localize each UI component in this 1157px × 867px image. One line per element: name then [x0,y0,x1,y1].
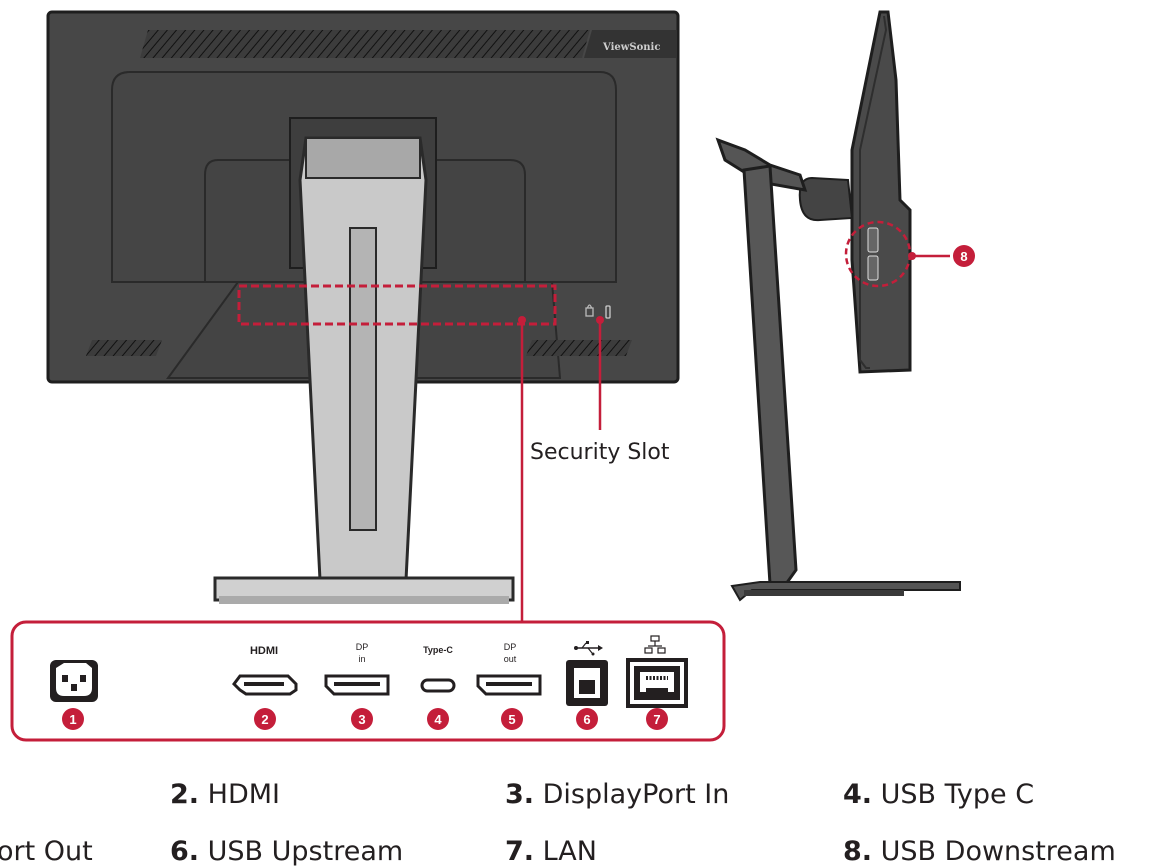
hdmi-logo: HDMI [250,645,278,657]
legend-item-8: 8. USB Downstream [843,836,1116,867]
security-slot-label: Security Slot [530,440,670,465]
legend-item-5: ort Out [0,836,93,867]
svg-text:6: 6 [583,712,590,727]
svg-text:3: 3 [358,712,365,727]
callout-6-badge [576,708,598,730]
svg-text:2: 2 [261,712,268,727]
callout-3-badge [351,708,373,730]
brand-logo: ViewSonic [602,42,660,53]
dp-out-label-1: DP [504,642,517,652]
svg-text:8: 8 [960,249,967,264]
connector-panel: 1 HDMI 2 DP in 3 Type-C 4 DP out 5 [10,620,726,742]
usb-icon [574,641,603,656]
svg-text:7: 7 [653,712,660,727]
svg-text:1: 1 [69,712,76,727]
legend-item-3: 3. DisplayPort In [505,779,730,810]
legend-item-4: 4. USB Type C [843,779,1035,810]
security-slot-icon [585,304,611,319]
dp-in-label-1: DP [356,642,369,652]
legend-item-7: 7. LAN [505,836,597,867]
lan-port [626,658,688,708]
monitor-side-view: 8 [715,10,975,602]
usb-upstream-port [566,660,608,706]
svg-text:5: 5 [508,712,515,727]
power-port [50,660,98,702]
callout-8-badge [953,245,975,267]
callout-1-badge [62,708,84,730]
callout-7-badge [646,708,668,730]
io-area-highlight [237,284,557,326]
typec-port [420,678,456,693]
dp-out-label-2: out [504,654,517,664]
typec-label: Type-C [423,645,453,655]
dp-in-label-2: in [358,654,365,664]
lan-icon [644,635,666,654]
legend-item-2: 2. HDMI [170,779,280,810]
svg-text:4: 4 [434,712,442,727]
callout-2-badge [254,708,276,730]
callout-5-badge [501,708,523,730]
legend-item-6: 6. USB Upstream [170,836,404,867]
callout-4-badge [427,708,449,730]
stand-rear [213,136,515,604]
